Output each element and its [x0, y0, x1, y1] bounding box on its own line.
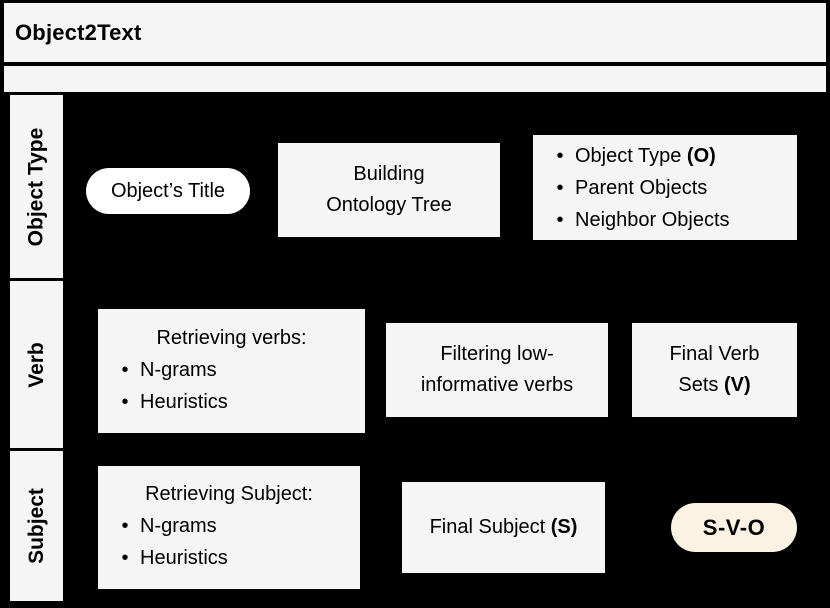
retrieving-subject-box: Retrieving Subject: • N-grams • Heuristi… [98, 466, 360, 589]
final-subject-text: Final Subject (S) [429, 516, 578, 538]
list-item: • N-grams [98, 510, 360, 542]
retrieving-verbs-box: Retrieving verbs: • N-grams • Heuristics [98, 309, 365, 433]
bullet-icon: • [556, 145, 564, 167]
final-subject-box: Final Subject (S) [402, 482, 605, 573]
ontology-box-line1: Building [353, 163, 425, 185]
diagram-header-bar: Object2Text [4, 3, 826, 62]
filter-box-line2: informative verbs [420, 374, 574, 396]
final-verb-line1: Final Verb [669, 343, 760, 365]
list-item: • Object Type (O) [533, 140, 797, 172]
list-item: • Parent Objects [533, 172, 797, 204]
retrieving-verbs-heading: Retrieving verbs: [156, 327, 307, 349]
building-ontology-tree-box: Building Ontology Tree [278, 143, 500, 237]
object-title-pill-text: Object’s Title [110, 179, 226, 202]
list-item: • Neighbor Objects [533, 204, 797, 236]
subject-heuristics: Heuristics [140, 547, 228, 569]
bullet-icon: • [121, 515, 129, 537]
output-neighbor-objects: Neighbor Objects [575, 209, 730, 231]
row-label-object-type-text: Object Type [24, 127, 48, 246]
row-label-subject: Subject [10, 451, 63, 601]
row-label-verb: Verb [10, 281, 63, 448]
final-verb-sets-box: Final Verb Sets (V) [632, 323, 797, 417]
bullet-icon: • [121, 391, 129, 413]
object-type-outputs-box: • Object Type (O) • Parent Objects • Nei… [533, 135, 797, 240]
row-label-object-type: Object Type [10, 95, 63, 278]
final-verb-line2: Sets (V) [678, 374, 751, 396]
diagram-title: Object2Text [15, 19, 142, 45]
object-title-pill: Object’s Title [86, 168, 250, 214]
bullet-icon: • [556, 209, 564, 231]
retrieving-subject-heading: Retrieving Subject: [145, 483, 313, 505]
svo-result-pill: S-V-O [671, 503, 797, 552]
bullet-icon: • [121, 359, 129, 381]
row-label-subject-text: Subject [24, 488, 48, 564]
header-strip [4, 66, 826, 92]
output-object-type: Object Type (O) [575, 145, 716, 167]
subject-ngrams: N-grams [140, 515, 217, 537]
bullet-icon: • [556, 177, 564, 199]
bullet-icon: • [121, 547, 129, 569]
list-item: • N-grams [98, 354, 365, 386]
list-item: • Heuristics [98, 386, 365, 418]
row-label-verb-text: Verb [24, 341, 48, 388]
svo-result-text: S-V-O [702, 514, 766, 540]
output-parent-objects: Parent Objects [575, 177, 708, 199]
list-item: • Heuristics [98, 542, 360, 574]
filter-box-line1: Filtering low- [440, 343, 554, 365]
verbs-ngrams: N-grams [140, 359, 217, 381]
filtering-verbs-box: Filtering low- informative verbs [386, 323, 608, 417]
ontology-box-line2: Ontology Tree [326, 194, 452, 216]
verbs-heuristics: Heuristics [140, 391, 228, 413]
